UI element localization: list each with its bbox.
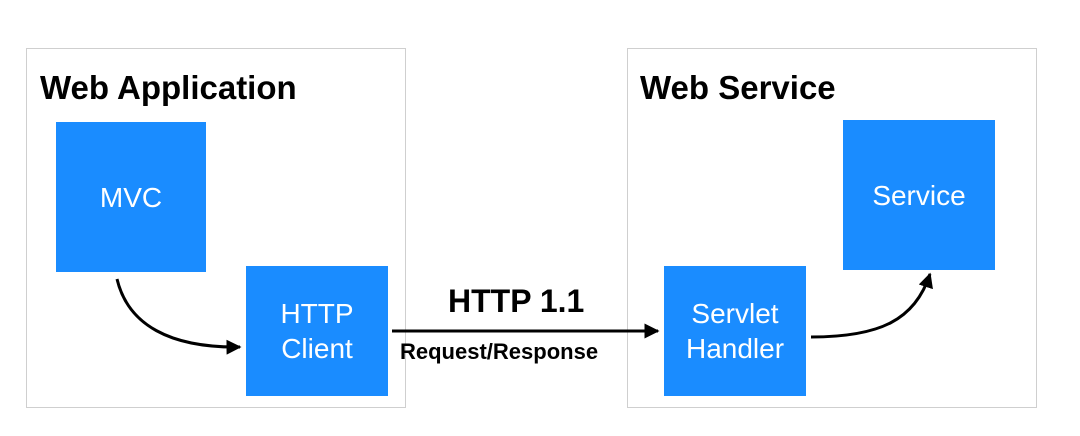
protocol-name: HTTP 1.1 (448, 283, 585, 319)
mvc-label: MVC (99, 181, 163, 213)
servlet-handler-box: Servlet Handler (664, 266, 806, 396)
service-label: Service (872, 179, 966, 211)
servlet-to-service-arrow (810, 272, 933, 339)
servlet-handler-label-line1: Servlet (691, 298, 779, 329)
mvc-to-client-arrow (115, 278, 242, 355)
http-client-label-line2: Client (281, 333, 353, 364)
protocol-subtitle: Request/Response (400, 339, 599, 364)
web-service-title: Web Service (640, 69, 836, 106)
servlet-handler-label-line2: Handler (685, 333, 785, 364)
web-application-title: Web Application (40, 69, 297, 106)
service-box: Service (843, 120, 995, 270)
mvc-box: MVC (56, 122, 206, 272)
http-client-box: HTTP Client (246, 266, 388, 396)
http-client-label-line1: HTTP (280, 298, 354, 329)
